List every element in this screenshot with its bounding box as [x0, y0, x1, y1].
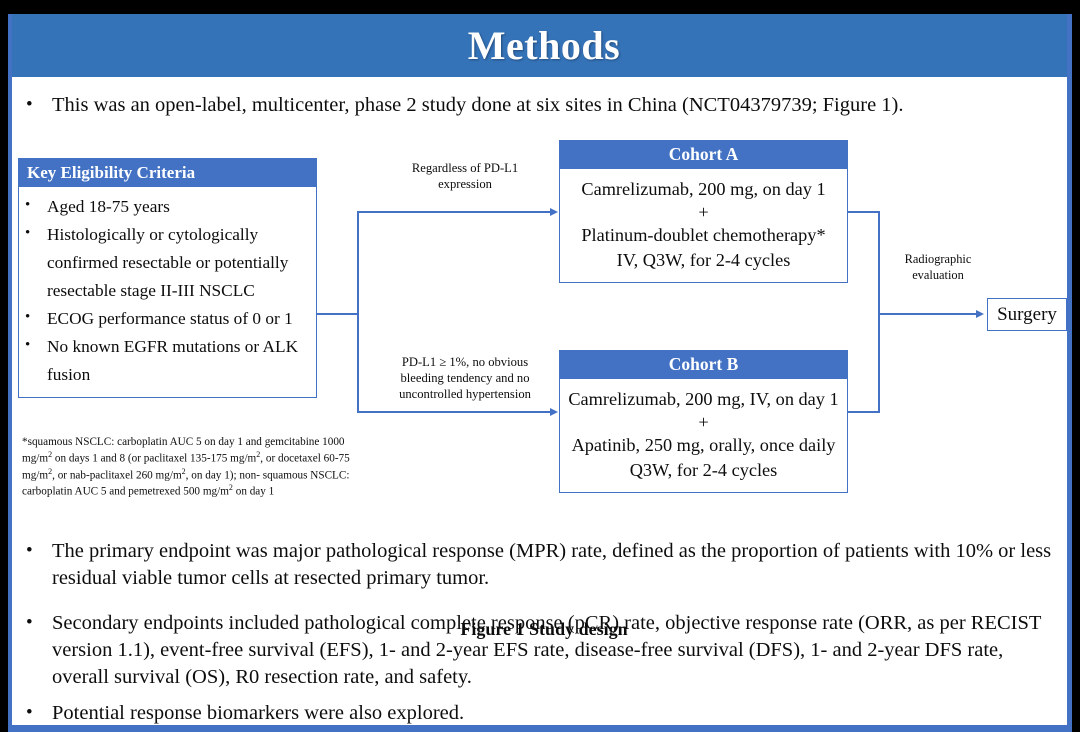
slide-title-bar: Methods: [12, 14, 1067, 77]
cohort-a-body: Camrelizumab, 200 mg, on day 1 + Platinu…: [559, 169, 848, 284]
connector-arm-bottom: [357, 411, 551, 413]
secondary-endpoint-bullet: • Secondary endpoints included pathologi…: [26, 610, 1058, 691]
list-item: • No known EGFR mutations or ALK fusion: [25, 333, 308, 389]
superscript: 2: [228, 483, 233, 493]
cohort-a-line3: IV, Q3W, for 2-4 cycles: [616, 249, 791, 270]
study-design-figure: Key Eligibility Criteria • Aged 18-75 ye…: [12, 132, 1067, 639]
cohort-a-header: Cohort A: [559, 140, 848, 169]
primary-endpoint-text: The primary endpoint was major pathologi…: [52, 540, 1052, 590]
biomarker-bullet: • Potential response biomarkers were als…: [26, 700, 926, 725]
eligibility-item-text: Aged 18-75 years: [47, 197, 170, 216]
footnote-line2-b: , or docetaxel 60-75 mg/m: [22, 452, 350, 482]
radiographic-evaluation-label: Radiographic evaluation: [888, 252, 988, 284]
label-line: Radiographic: [904, 252, 972, 266]
cohort-b-body: Camrelizumab, 200 mg, IV, on day 1 + Apa…: [559, 379, 848, 494]
footnote-line2-d: , on day 1); non-: [185, 469, 260, 482]
list-item: • Histologically or cytologically confir…: [25, 221, 308, 305]
footnote-line2-c: , or nab-paclitaxel 260 mg/m: [52, 469, 182, 482]
pdl1-regardless-label: Regardless of PD-L1 expression: [390, 160, 540, 192]
connector-trunk: [357, 211, 359, 413]
bullet-marker: •: [26, 702, 33, 723]
pdl1-threshold-label: PD-L1 ≥ 1%, no obvious bleeding tendency…: [375, 354, 555, 402]
connector-merge-trunk: [878, 211, 880, 413]
label-line: expression: [438, 177, 492, 192]
footnote-line3-a: squamous NSCLC: carboplatin AUC 5 and pe…: [22, 469, 350, 498]
arrow-head-cohort-a: [550, 208, 558, 216]
bullet-marker: •: [25, 309, 31, 326]
cohort-a-box: Cohort A Camrelizumab, 200 mg, on day 1 …: [559, 140, 848, 284]
cohort-a-line1: Camrelizumab, 200 mg, on day 1: [581, 179, 826, 199]
chemotherapy-footnote: *squamous NSCLC: carboplatin AUC 5 on da…: [22, 435, 352, 500]
connector-stem: [317, 313, 359, 315]
eligibility-item-text: Histologically or cytologically confirme…: [47, 225, 289, 301]
connector-cohort-b-out: [848, 411, 880, 413]
superscript: 2: [48, 466, 53, 476]
secondary-endpoint-text: Secondary endpoints included pathologica…: [52, 612, 1042, 689]
label-line: evaluation: [912, 267, 964, 282]
eligibility-header: Key Eligibility Criteria: [18, 158, 317, 187]
list-item: • Aged 18-75 years: [25, 193, 308, 221]
eligibility-list: • Aged 18-75 years • Histologically or c…: [25, 193, 308, 389]
surgery-box: Surgery: [987, 298, 1067, 331]
superscript: 2: [256, 449, 261, 459]
bullet-marker: •: [26, 540, 33, 561]
eligibility-body: • Aged 18-75 years • Histologically or c…: [18, 187, 317, 399]
lead-bullet-text: This was an open-label, multicenter, pha…: [52, 94, 904, 116]
label-line: bleeding tendency and no: [400, 371, 530, 386]
superscript: 2: [48, 449, 53, 459]
bullet-marker: •: [25, 197, 31, 213]
list-item: • ECOG performance status of 0 or 1: [25, 305, 308, 333]
eligibility-item-text: ECOG performance status of 0 or 1: [47, 309, 293, 329]
connector-to-surgery: [878, 313, 978, 315]
footnote-line2-a: paclitaxel 135-175 mg/m: [143, 452, 257, 465]
slide: Methods • This was an open-label, multic…: [8, 14, 1072, 732]
cohort-b-line2: Apatinib, 250 mg, orally, once daily: [571, 434, 836, 455]
figure-caption: Figure 1 Study design: [460, 619, 628, 639]
cohort-a-plus: +: [698, 202, 709, 223]
bullet-marker: •: [25, 337, 31, 354]
eligibility-item-text: No known EGFR mutations or ALK fusion: [47, 337, 299, 385]
label-line: Regardless of PD-L1: [411, 161, 519, 175]
footnote-line1-b: on days 1 and 8 (or: [52, 452, 141, 465]
cohort-a-line2: Platinum-doublet chemotherapy*: [581, 224, 826, 245]
cohort-b-plus: +: [698, 412, 709, 433]
lead-bullet: • This was an open-label, multicenter, p…: [26, 92, 1056, 119]
label-line: uncontrolled hypertension: [399, 387, 531, 402]
bullet-marker: •: [26, 94, 33, 115]
footnote-line1-a: *squamous NSCLC: carboplatin AUC 5 on da…: [22, 436, 345, 465]
bullet-marker: •: [26, 612, 33, 633]
cohort-b-line1: Camrelizumab, 200 mg, IV, on day 1: [568, 389, 839, 409]
primary-endpoint-bullet: • The primary endpoint was major patholo…: [26, 538, 1058, 592]
arrow-head-cohort-b: [550, 408, 558, 416]
cohort-b-header: Cohort B: [559, 350, 848, 379]
connector-cohort-a-out: [848, 211, 880, 213]
cohort-b-line3: Q3W, for 2-4 cycles: [629, 459, 778, 480]
label-line: PD-L1 ≥ 1%, no obvious: [401, 355, 529, 369]
eligibility-criteria-box: Key Eligibility Criteria • Aged 18-75 ye…: [18, 158, 317, 399]
bullet-marker: •: [25, 225, 31, 242]
superscript: 2: [181, 466, 186, 476]
biomarker-text: Potential response biomarkers were also …: [52, 702, 465, 724]
footnote-line3-b: on day 1: [232, 485, 275, 498]
connector-arm-top: [357, 211, 551, 213]
cohort-b-box: Cohort B Camrelizumab, 200 mg, IV, on da…: [559, 350, 848, 494]
arrow-head-surgery: [976, 310, 984, 318]
page-title: Methods: [467, 23, 621, 68]
